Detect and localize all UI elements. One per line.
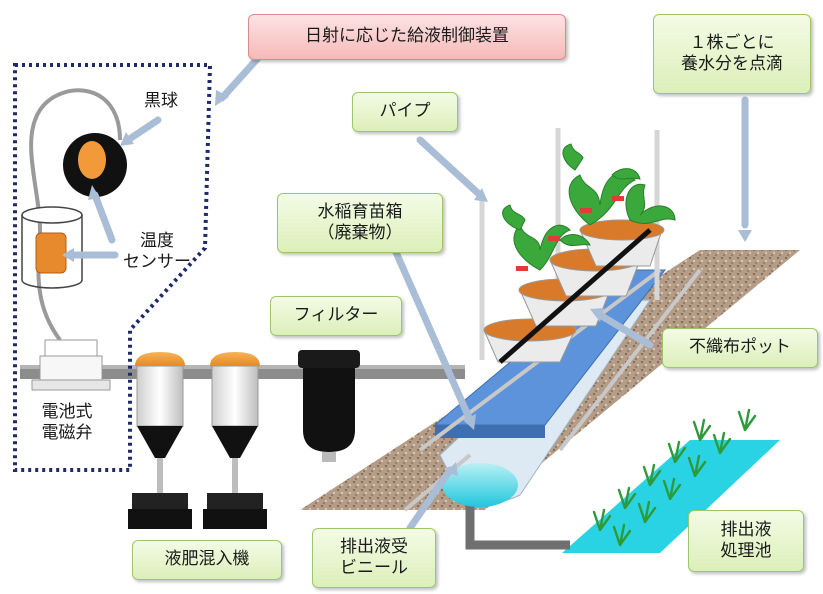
- pointer-arrows: [68, 54, 749, 532]
- black-globe-icon: [63, 133, 127, 197]
- drain-pipe: [465, 505, 570, 550]
- pointer-heads: [62, 90, 752, 476]
- controller-label: 日射に応じた給液制御装置: [248, 14, 566, 60]
- fertilizer-mixer-icon: [128, 352, 267, 529]
- mixer-label: 液肥混入機: [132, 540, 282, 580]
- sensor-cable: [29, 88, 122, 342]
- seedling-box-label: 水稲育苗箱 （廃棄物）: [277, 193, 443, 253]
- plant-clips: [516, 196, 624, 271]
- pot-label: 不織布ポット: [662, 328, 818, 368]
- valve-label: 電池式 電磁弁: [41, 401, 93, 443]
- temp-sensor-label: 温度 センサー: [123, 230, 191, 272]
- controller-dotted-frame: [13, 63, 213, 472]
- filter-label: フィルター: [270, 296, 402, 336]
- rice-seedling-icon: [592, 408, 757, 547]
- filter-icon: [298, 350, 360, 462]
- drip-tube: [498, 228, 652, 364]
- drip-label: １株ごとに 養水分を点滴: [653, 14, 811, 94]
- solenoid-valve-icon: [31, 339, 111, 391]
- drain-vinyl-label: 排出液受 ビニール: [312, 528, 436, 588]
- drain-pond-label: 排出液 処理池: [688, 510, 804, 572]
- black-ball-label: 黒球: [144, 91, 178, 112]
- temperature-sensor-icon: [21, 206, 83, 289]
- pipe-label: パイプ: [352, 92, 458, 132]
